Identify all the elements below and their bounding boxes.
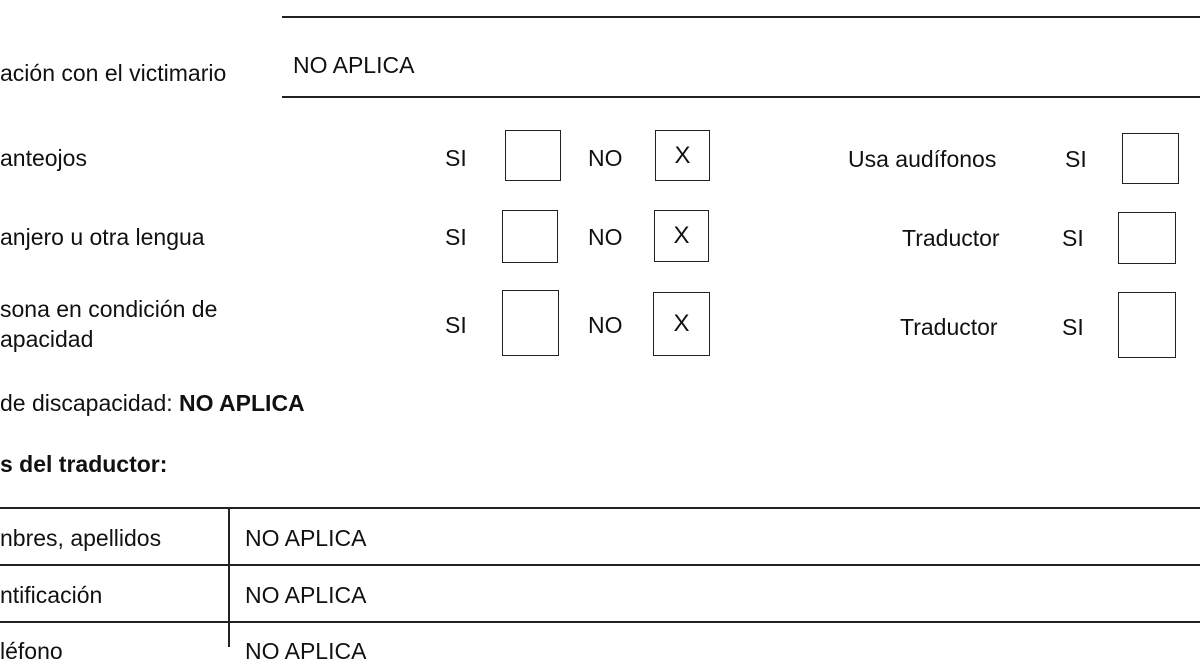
relation-value: NO APLICA — [293, 52, 415, 78]
translator-phone-value: NO APLICA — [245, 638, 367, 664]
hearing-aid-si-checkbox[interactable] — [1122, 133, 1179, 184]
translator-phone-label: léfono — [0, 638, 63, 664]
glasses-no-label: NO — [588, 145, 623, 171]
table-border — [0, 507, 1200, 509]
disability-no-checkbox[interactable]: X — [653, 292, 710, 356]
field-underline-top — [282, 16, 1200, 18]
hearing-aid-label: Usa audífonos — [848, 146, 997, 172]
disability-no-label: NO — [588, 312, 623, 338]
disability-si-checkbox[interactable] — [502, 290, 559, 356]
translator-si-label-1: SI — [1062, 225, 1084, 251]
translator-label-1: Traductor — [902, 225, 1000, 251]
translator-heading: s del traductor: — [0, 451, 168, 477]
translator-id-label: ntificación — [0, 582, 103, 608]
disability-label-line1: sona en condición de — [0, 296, 218, 322]
translator-name-label: nbres, apellidos — [0, 525, 162, 551]
glasses-si-label: SI — [445, 145, 467, 171]
table-column-divider — [228, 507, 230, 647]
translator-label-2: Traductor — [900, 314, 998, 340]
disability-type-value: NO APLICA — [179, 390, 305, 416]
relation-underline — [282, 96, 1200, 98]
language-si-label: SI — [445, 224, 467, 250]
glasses-label: anteojos — [0, 145, 87, 171]
translator-si-label-2: SI — [1062, 314, 1084, 340]
translator-id-value: NO APLICA — [245, 582, 367, 608]
hearing-aid-si-label: SI — [1065, 146, 1087, 172]
language-label: anjero u otra lengua — [0, 224, 205, 250]
language-si-checkbox[interactable] — [502, 210, 558, 263]
glasses-si-checkbox[interactable] — [505, 130, 561, 181]
disability-type-label: de discapacidad: — [0, 390, 173, 416]
translator-si-checkbox-2[interactable] — [1118, 292, 1176, 358]
language-no-label: NO — [588, 224, 623, 250]
glasses-no-checkbox[interactable]: X — [655, 130, 710, 181]
language-no-checkbox[interactable]: X — [654, 210, 709, 262]
translator-name-value: NO APLICA — [245, 525, 367, 551]
table-border — [0, 621, 1200, 623]
disability-type: de discapacidad: NO APLICA — [0, 390, 305, 417]
translator-si-checkbox-1[interactable] — [1118, 212, 1176, 264]
disability-si-label: SI — [445, 312, 467, 338]
disability-label-line2: apacidad — [0, 326, 94, 352]
table-border — [0, 564, 1200, 566]
relation-label: ación con el victimario — [0, 60, 227, 86]
